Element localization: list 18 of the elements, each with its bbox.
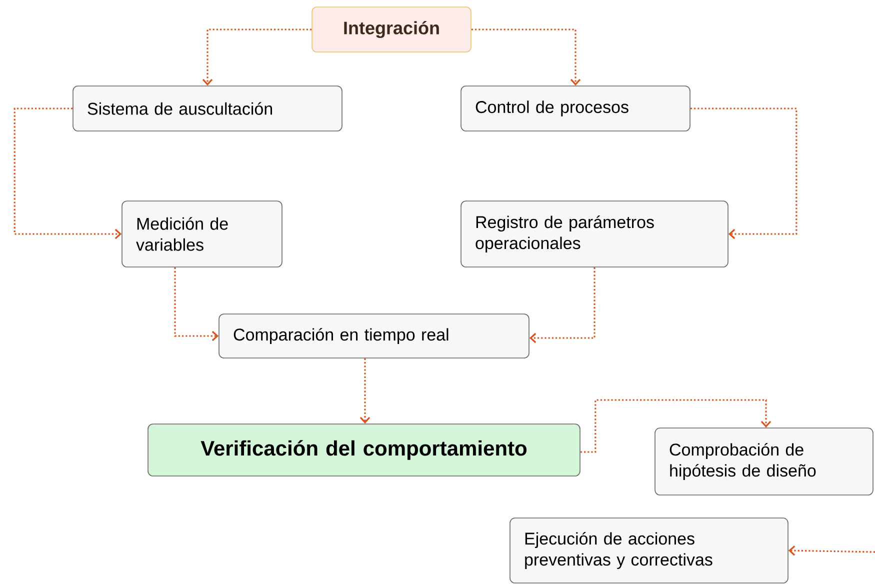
process-box: Medición de variables [122,200,282,268]
process-box: Comparación en tiempo real [218,314,530,358]
process-box: Sistema de auscultación [72,86,342,132]
process-box: Control de procesos [460,86,690,132]
arrow [529,267,596,344]
arrow [690,108,798,240]
process-box: Comprobación de hipótesis de diseño [654,428,874,496]
process-box: Registro de parámetros operacionales [460,200,728,268]
arrow [580,399,772,453]
arrow [14,108,122,240]
result-box: Verificación del comportamiento [148,424,580,476]
arrow [360,358,370,424]
process-box: Ejecución de acciones preventivas y correctivas [510,518,788,584]
arrow [202,28,312,86]
title-box: Integración [312,6,472,52]
arrow [471,28,581,86]
arrow [788,546,875,556]
arrow [174,267,219,342]
